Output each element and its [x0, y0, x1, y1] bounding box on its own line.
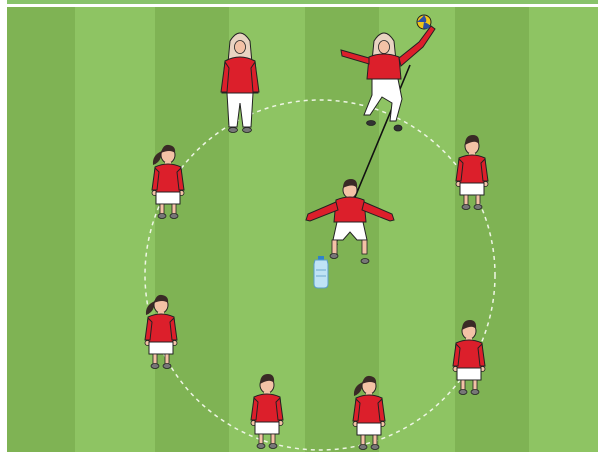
- top-strip: [7, 0, 598, 4]
- water-bottle-icon: [314, 256, 328, 288]
- volleyball-icon: [417, 15, 431, 29]
- grass-field: [7, 7, 598, 452]
